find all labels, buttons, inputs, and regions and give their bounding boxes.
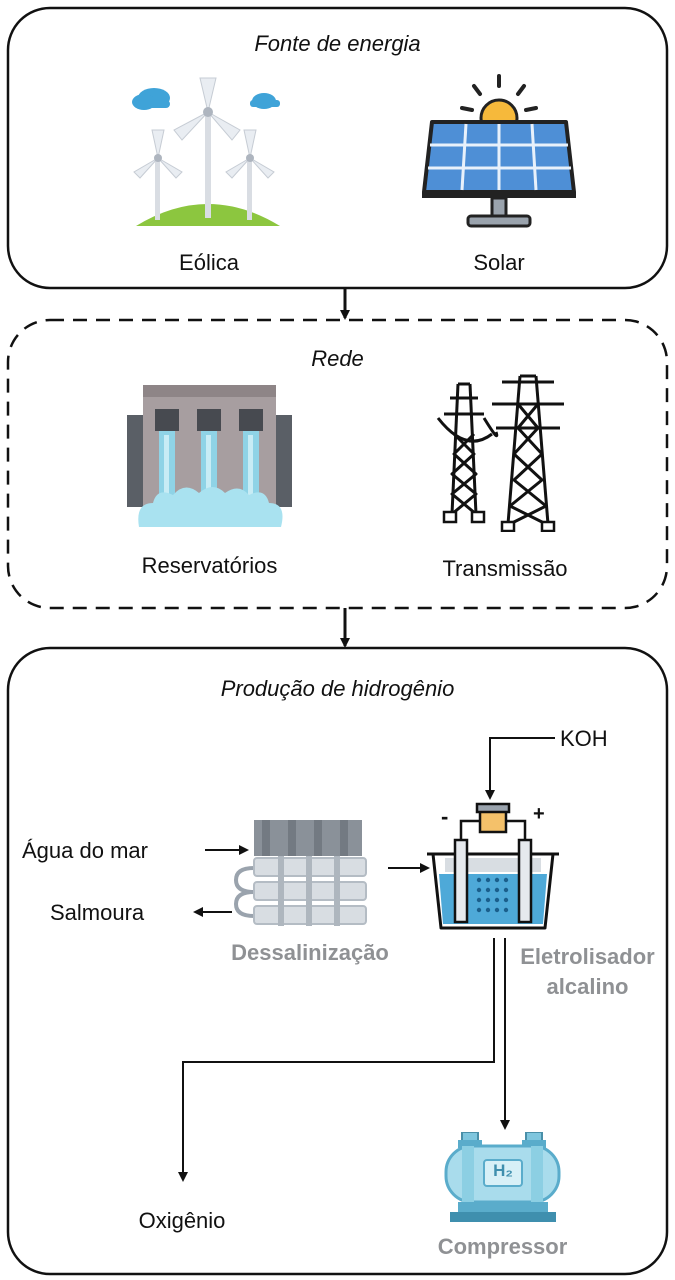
- grid-title: Rede: [311, 346, 364, 371]
- compressor-icon: H₂: [440, 1131, 565, 1224]
- wind-turbine-icon: [132, 77, 280, 226]
- electrolyzer-label-line2: alcalino: [546, 974, 629, 999]
- wind-label: Eólica: [179, 250, 239, 275]
- svg-text:+: +: [533, 803, 545, 825]
- arrow-oxygen: [178, 938, 495, 1182]
- oxygen-label: Oxigênio: [138, 1208, 226, 1233]
- arrow-koh-feed: [485, 737, 555, 800]
- seawater-label: Água do mar: [22, 838, 148, 863]
- production-panel: [6, 646, 669, 1276]
- solar-panel-icon: [422, 74, 576, 228]
- transmission-label: Transmissão: [442, 556, 568, 581]
- grid-panel: [6, 318, 669, 610]
- h2-symbol: H₂: [493, 1161, 513, 1180]
- energy-source-title: Fonte de energia: [254, 31, 421, 56]
- dam-icon: [127, 385, 292, 527]
- koh-label: KOH: [560, 726, 608, 751]
- desalination-label: Dessalinização: [231, 940, 389, 965]
- compressor-label: Compressor: [437, 1234, 568, 1259]
- energy-source-panel: [6, 6, 669, 290]
- power-tower-icon: [436, 374, 564, 532]
- electrolyzer-label-line1: Eletrolisador: [520, 944, 655, 969]
- brine-label: Salmoura: [50, 900, 145, 925]
- electrolyzer-icon: - +: [427, 802, 559, 930]
- reservoirs-label: Reservatórios: [141, 553, 278, 578]
- svg-text:-: -: [441, 804, 448, 829]
- production-title: Produção de hidrogênio: [220, 676, 455, 701]
- solar-label: Solar: [473, 250, 525, 275]
- desalination-icon: [233, 820, 367, 926]
